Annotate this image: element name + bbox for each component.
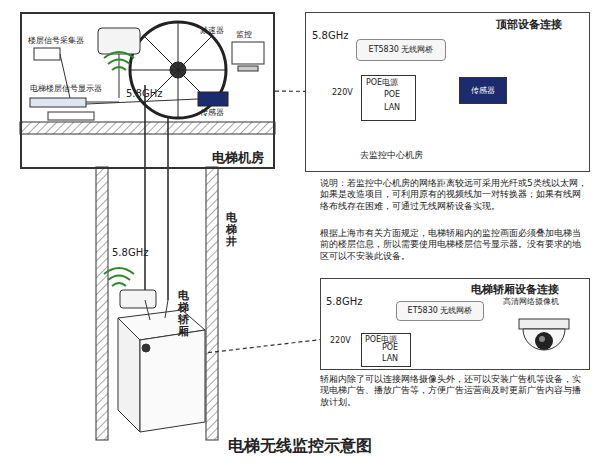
label-text: POE [384,90,400,100]
connector [275,91,305,92]
node-text: ET5830 无线网桥 [408,306,473,316]
label-text: LAN [382,354,398,364]
label-text: 电梯楼层信号显示器 [30,84,102,94]
label-text: POE [382,343,398,353]
label-text: 轿厢内除了可以连接网络摄像头外，还可以安装广告机等设备，实现电梯广告、播放广告等… [320,374,588,408]
bridge-device [120,290,156,308]
diagram-title: 电梯无线监控示意图 [0,436,600,456]
floor-slab [20,122,275,134]
node-box: 电梯轿厢设备连接ET5830 无线网桥POE电源高清网络摄像机 [320,278,590,370]
label-text: 监控 [236,30,252,40]
shaft-wall [206,167,218,440]
label-text: 楼层信号采集器 [28,36,84,46]
label-text: 电梯井 [226,212,237,248]
dome-camera [501,297,585,367]
label-text: 5.8GHz [312,30,348,43]
node-box: 传感器 [459,77,507,104]
node-text: 电梯机房 [212,150,264,166]
label-text: 说明：若监控中心机房的网络距离较远可采用光纤或5类线以太网，如果是改造项目，可利… [320,178,588,212]
elevator-car [118,300,205,432]
label-text: 5.8GHz [112,247,148,260]
label-text: 220V [330,336,351,346]
label-text: 传感器 [200,108,224,118]
connector [208,340,320,353]
node-text: 电梯轿厢设备连接 [471,283,559,296]
node-box: ET5830 无线网桥 [356,39,446,61]
node-text: 电梯轿厢 [178,290,189,338]
node-text: 顶部设备连接 [496,18,562,31]
node-text: POE电源 [366,78,398,88]
label-text: LAN [384,103,400,113]
node-box: 电梯轿厢 [116,282,208,434]
label-text: 220V [332,88,353,98]
label-text: 5.8GHz [326,296,362,309]
label-text: 根据上海市有关方面规定，电梯轿厢内的监控画面必须叠加电梯当前的楼层信息，所以需要… [320,228,588,262]
node-text: 高清网络摄像机 [503,297,559,307]
label-text: 去监控中心机房 [360,150,423,161]
label-text: 减速器 [200,26,224,36]
node-text: 传感器 [471,86,495,96]
node-box: ET5830 无线网桥 [396,301,484,321]
node-box: 高清网络摄像机 [501,297,585,367]
node-text: ET5830 无线网桥 [369,45,434,55]
shaft-wall [96,167,108,440]
label-text: 5.8GHz [126,88,162,101]
